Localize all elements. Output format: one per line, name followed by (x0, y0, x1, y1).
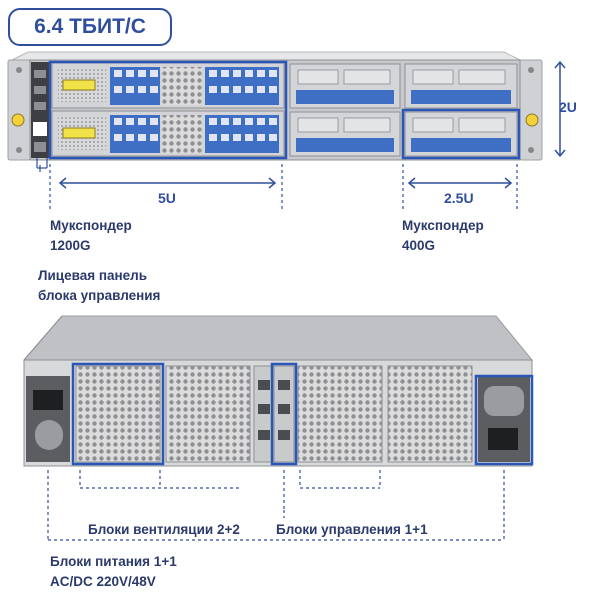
control-unit-highlight (270, 362, 298, 466)
muxponder-400g-highlight (401, 108, 521, 160)
muxponder-1200g-highlight (48, 60, 288, 160)
control-units-label: Блоки управления 1+1 (276, 522, 428, 537)
rear-chassis (22, 315, 534, 467)
front-dimensions (36, 60, 566, 210)
muxponder-400g-cards (289, 63, 518, 157)
fan-unit-highlight (71, 362, 165, 466)
width-2.5u-label: 2.5U (444, 190, 474, 206)
throughput-badge: 6.4 ТБИТ/С (8, 8, 172, 46)
muxponder-400g-label: Мукспондер 400G (402, 218, 484, 253)
control-panel-label: Лицевая панель блока управления (38, 268, 161, 303)
front-chassis (7, 51, 543, 161)
rear-callouts (47, 470, 505, 541)
power-units-label: Блоки питания 1+1 AC/DC 220V/48V (50, 554, 177, 589)
fan-units-label: Блоки вентиляции 2+2 (88, 522, 240, 537)
muxponder-1200g-card-1 (51, 62, 285, 109)
muxponder-1200g-label: Мукспондер 1200G (50, 218, 132, 253)
height-2u-label: 2U (559, 99, 577, 115)
power-unit-highlight (474, 374, 534, 466)
width-5u-label: 5U (158, 190, 176, 206)
muxponder-1200g-card-2 (51, 110, 285, 157)
